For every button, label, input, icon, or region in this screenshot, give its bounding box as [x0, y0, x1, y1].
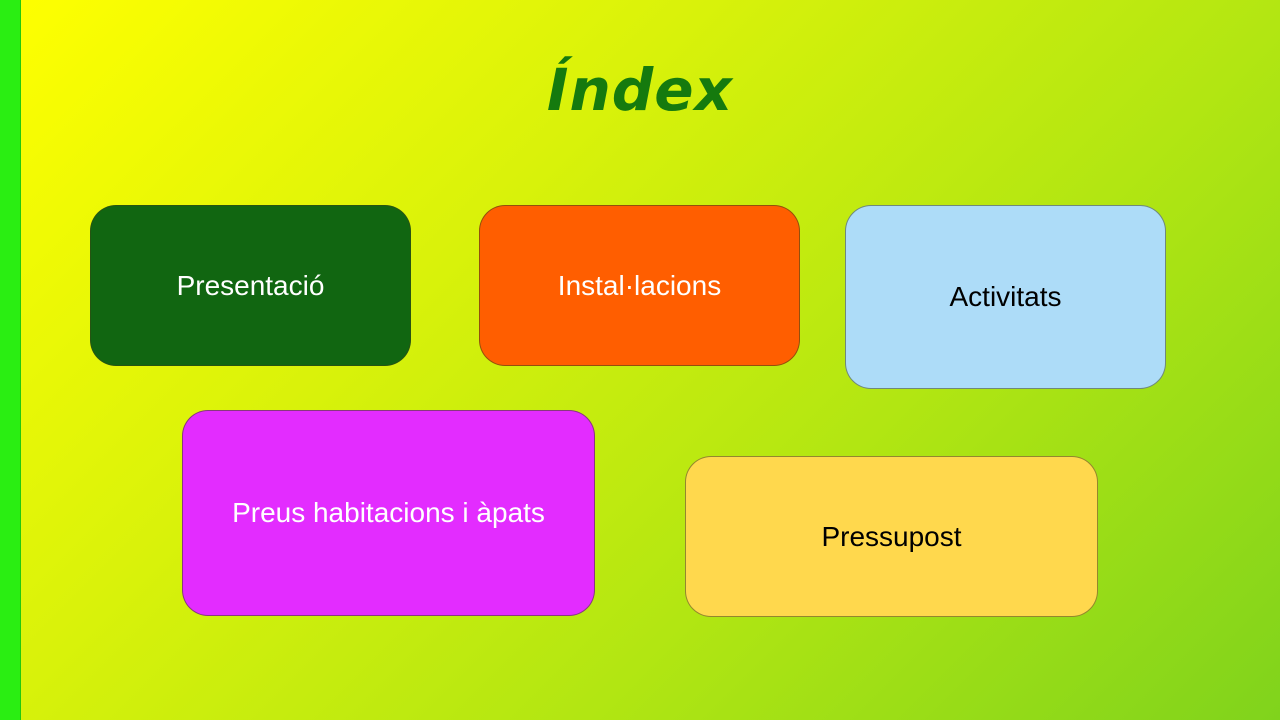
menu-item-preus[interactable]: Preus habitacions i àpats	[182, 410, 595, 616]
menu-item-label: Instal·lacions	[557, 269, 722, 301]
menu-item-label: Pressupost	[821, 520, 962, 552]
menu-item-installacions[interactable]: Instal·lacions	[479, 205, 800, 366]
menu-item-label: Presentació	[176, 269, 325, 301]
menu-item-label: Preus habitacions i àpats	[232, 497, 545, 528]
menu-item-pressupost[interactable]: Pressupost	[685, 456, 1098, 617]
menu-item-presentacio[interactable]: Presentació	[90, 205, 411, 366]
left-accent-bar	[0, 0, 21, 720]
menu-item-activitats[interactable]: Activitats	[845, 205, 1166, 389]
page-title: Índex	[546, 56, 734, 124]
menu-item-label: Activitats	[949, 281, 1062, 312]
